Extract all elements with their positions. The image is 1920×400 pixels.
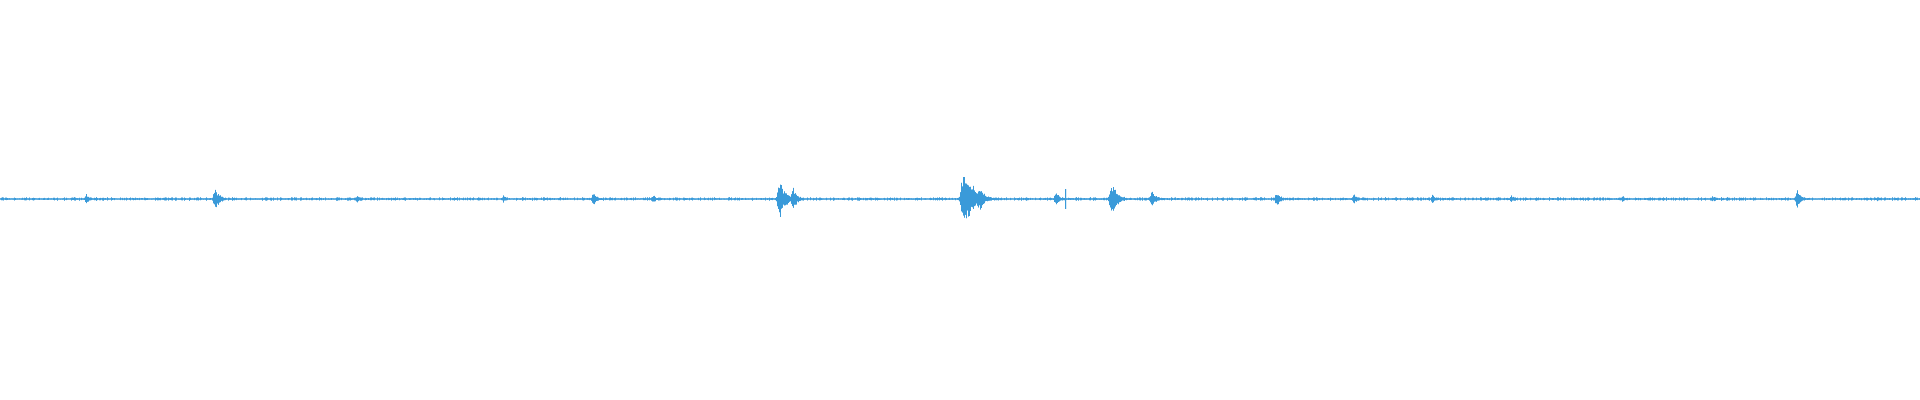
waveform-samples (0, 176, 1920, 219)
waveform-layer (0, 176, 1920, 219)
